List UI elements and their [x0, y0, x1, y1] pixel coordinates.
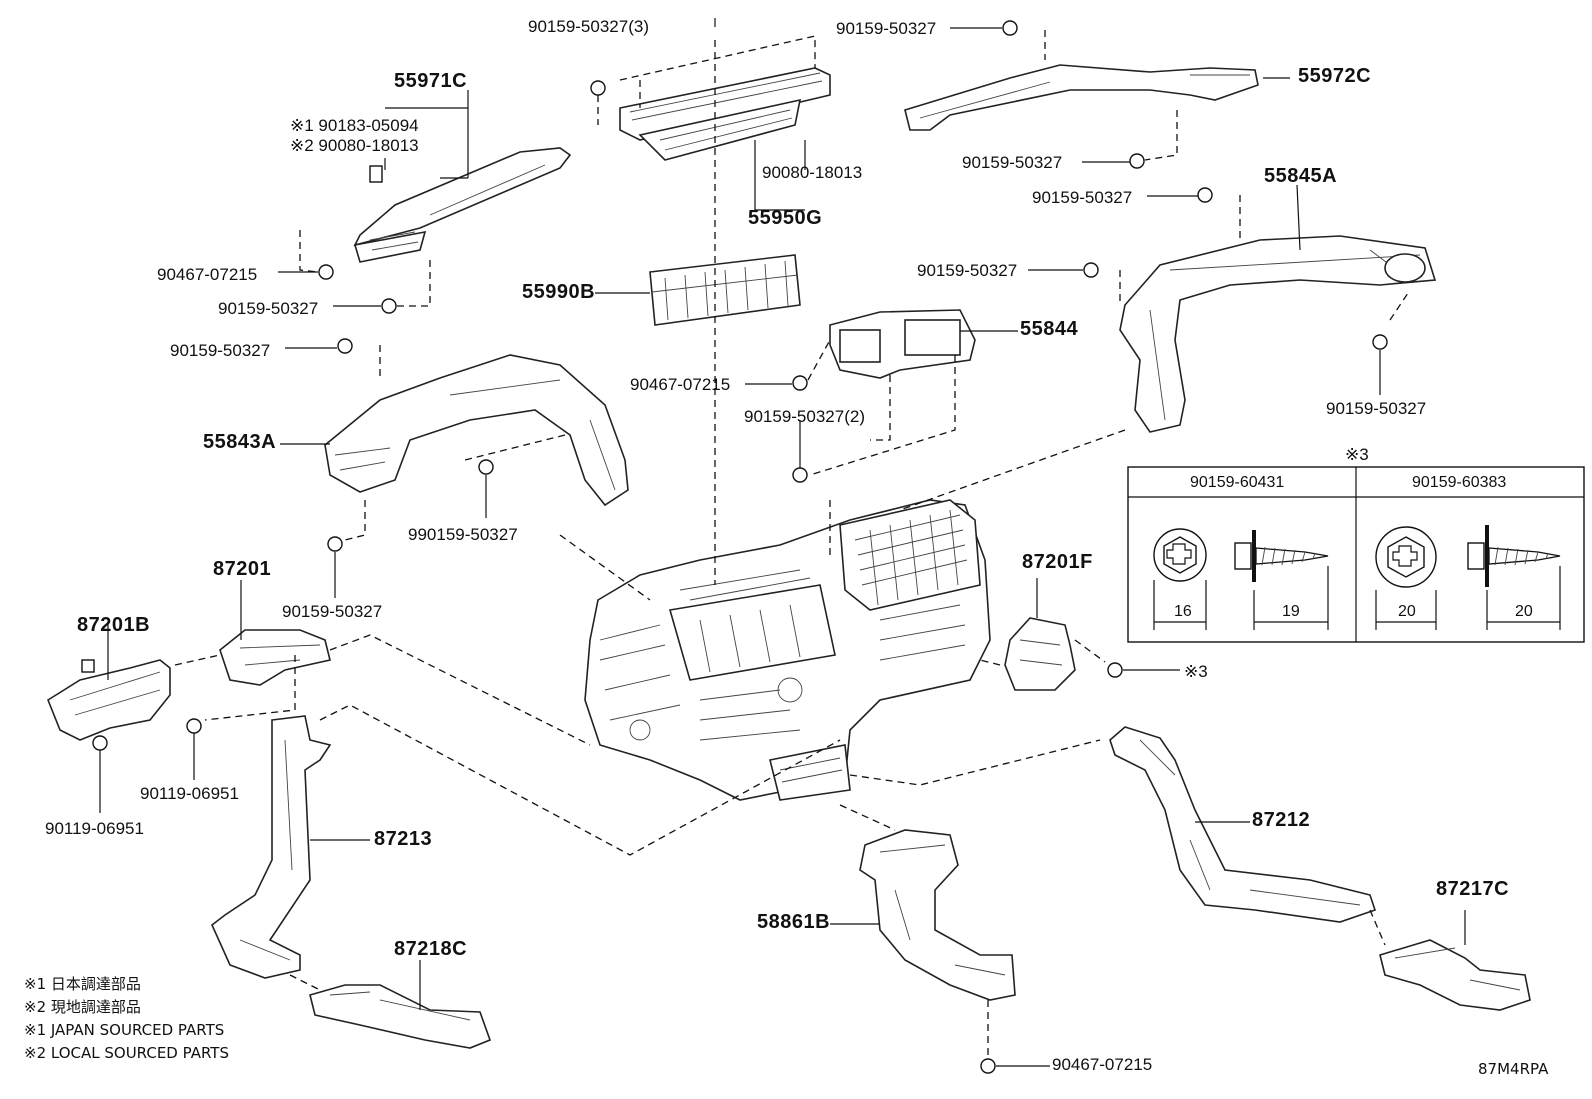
register-55844: [829, 309, 976, 379]
fastener-label: 90159-50327: [1326, 399, 1427, 418]
part-label-55972C: 55972C: [1298, 65, 1372, 87]
part-label-87218C: 87218C: [394, 938, 468, 960]
part-label-87201F: 87201F: [1022, 551, 1093, 573]
fastener-label: ※3: [1184, 662, 1208, 681]
footnote-local-jp: ※2 現地調達部品: [24, 998, 141, 1016]
fastener-label: 90467-07215: [630, 375, 731, 394]
fastener-label: 90159-50327: [1032, 188, 1133, 207]
duct-55845A: [1119, 235, 1437, 433]
duct-87212: [1109, 726, 1377, 923]
duct-87201B: [47, 659, 171, 741]
fastener-label: 90159-50327: [218, 299, 319, 318]
part-label-87201B: 87201B: [77, 614, 151, 636]
part-label-87201: 87201: [213, 558, 272, 580]
fastener-label: 90119-06951: [45, 819, 144, 838]
table-col1-head-dim: 16: [1174, 603, 1192, 620]
fastener-label: 90159-50327: [170, 341, 271, 360]
fastener-label: 90159-50327: [917, 261, 1018, 280]
fastener-label: 90159-50327(3): [528, 17, 649, 36]
footnote-local-en: ※2 LOCAL SOURCED PARTS: [24, 1044, 229, 1062]
fastener-label: ※1 90183-05094: [290, 116, 419, 135]
table-col2-part: 90159-60383: [1412, 474, 1507, 491]
part-label-87212: 87212: [1252, 809, 1311, 831]
fastener-label: 90467-07215: [1052, 1055, 1153, 1074]
fastener-label: 90467-07215: [157, 265, 258, 284]
diagram-code: 87M4RPA: [1478, 1060, 1549, 1078]
clip-90183-05094: [369, 165, 383, 183]
duct-55971C: [353, 147, 572, 263]
footnote-japan-en: ※1 JAPAN SOURCED PARTS: [24, 1021, 225, 1039]
fastener-label: ※2 90080-18013: [290, 136, 419, 155]
fastener-symbols: [92, 20, 1388, 1074]
part-label-58861B: 58861B: [757, 911, 831, 933]
fastener-label: 90159-50327(2): [744, 407, 865, 426]
duct-87201: [219, 629, 331, 686]
part-label-55971C: 55971C: [394, 70, 468, 92]
assembly-dashed-lines: [174, 30, 1411, 1058]
register-55990B: [649, 254, 801, 326]
part-label-55844: 55844: [1020, 318, 1079, 340]
table-col2-len-dim: 20: [1515, 603, 1533, 620]
duct-87213: [211, 715, 332, 979]
part-label-55990B: 55990B: [522, 281, 596, 303]
part-label-87217C: 87217C: [1436, 878, 1510, 900]
hvac-unit-illustration: [584, 499, 991, 801]
fastener-label: 90159-50327: [962, 153, 1063, 172]
fastener-label: 990159-50327: [408, 525, 518, 544]
table-col1-len-dim: 19: [1282, 603, 1300, 620]
part-label-55950G: 55950G: [748, 207, 823, 229]
duct-58861B: [859, 829, 1016, 1001]
fastener-spec-table: [1127, 466, 1585, 643]
fastener-label: 90159-50327: [836, 19, 937, 38]
table-col1-part: 90159-60431: [1190, 474, 1285, 491]
duct-87218C: [309, 984, 492, 1049]
register-55950G: [619, 67, 831, 161]
leader-lines: [99, 18, 1466, 1067]
fastener-label: 90119-06951: [140, 784, 239, 803]
duct-87217C: [1379, 939, 1531, 1011]
part-label-55845A: 55845A: [1264, 165, 1338, 187]
duct-55972C: [904, 64, 1259, 131]
footnote-japan-jp: ※1 日本調達部品: [24, 975, 141, 993]
part-label-87213: 87213: [374, 828, 433, 850]
table-mark: ※3: [1345, 445, 1369, 464]
fastener-label: 90080-18013: [762, 163, 863, 182]
duct-87201F: [1004, 617, 1076, 691]
duct-55843A: [324, 354, 629, 507]
table-col2-head-dim: 20: [1398, 603, 1416, 620]
part-label-55843A: 55843A: [203, 431, 277, 453]
fastener-label: 90159-50327: [282, 602, 383, 621]
